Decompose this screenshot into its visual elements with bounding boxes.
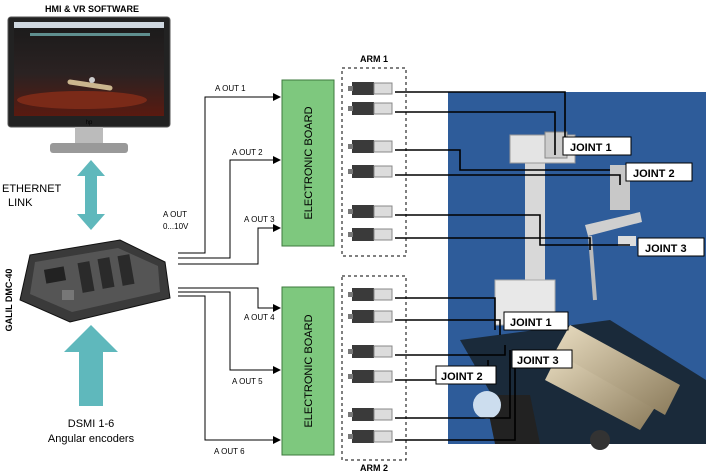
- lower-joint-1-label: JOINT 1: [510, 317, 552, 329]
- valve-12: [348, 430, 393, 443]
- valve-11: [348, 408, 393, 421]
- electronic-board-2: ELECTRONIC BOARD: [281, 286, 335, 456]
- arm-1-label: ARM 1: [360, 54, 388, 64]
- electronic-board-2-label: ELECTRONIC BOARD: [303, 314, 315, 427]
- encoders-label-line2: Angular encoders: [48, 433, 135, 445]
- ethernet-label-line1: ETHERNET: [2, 183, 62, 195]
- upper-joint-1-label: JOINT 1: [570, 142, 612, 154]
- valve-1: [348, 82, 393, 95]
- output-label-4: A OUT 4: [244, 313, 275, 322]
- encoders-arrow: [64, 325, 118, 406]
- encoders-label-line1: DSMI 1-6: [68, 418, 114, 430]
- monitor-brand: hp: [86, 120, 93, 126]
- arm-1-box: [341, 67, 407, 257]
- upper-joint-3-label: JOINT 3: [645, 243, 687, 255]
- valve-5: [348, 205, 393, 218]
- lower-joint-3-label: JOINT 3: [517, 355, 559, 367]
- output-label-3: A OUT 3: [244, 215, 275, 224]
- arm-2-label: ARM 2: [360, 463, 388, 473]
- ethernet-arrow: [77, 160, 105, 230]
- monitor-title: HMI & VR SOFTWARE: [45, 4, 139, 14]
- robot-photo: [448, 92, 706, 450]
- valve-3: [348, 140, 393, 153]
- output-label-6: A OUT 6: [214, 447, 245, 456]
- joint-labels: JOINT 1 JOINT 2 JOINT 3 JOINT 1 JOINT 3 …: [435, 136, 705, 385]
- output-label-2: A OUT 2: [232, 148, 263, 157]
- valve-10: [348, 370, 393, 383]
- upper-joint-2-label: JOINT 2: [633, 168, 675, 180]
- output-label-1: A OUT 1: [215, 84, 246, 93]
- valve-8: [348, 310, 393, 323]
- lower-joint-2-label: JOINT 2: [441, 371, 483, 383]
- electronic-board-1: ELECTRONIC BOARD: [281, 79, 335, 247]
- ethernet-label-line2: LINK: [8, 197, 33, 209]
- arm-2-box: [341, 275, 407, 461]
- valve-6: [348, 228, 393, 241]
- valve-7: [348, 288, 393, 301]
- monitor: hp HMI & VR SOFTWARE: [7, 4, 171, 153]
- valve-2: [348, 102, 393, 115]
- controller-board: [19, 239, 171, 323]
- output-label-5: A OUT 5: [232, 377, 263, 386]
- aout-label-line2: 0...10V: [163, 222, 189, 231]
- valves: [348, 82, 393, 443]
- valve-9: [348, 345, 393, 358]
- output-wires: [178, 93, 281, 444]
- aout-label-line1: A OUT: [163, 210, 187, 219]
- controller-label: GALIL DMC-40: [4, 269, 14, 332]
- valve-4: [348, 165, 393, 178]
- electronic-board-1-label: ELECTRONIC BOARD: [303, 106, 315, 219]
